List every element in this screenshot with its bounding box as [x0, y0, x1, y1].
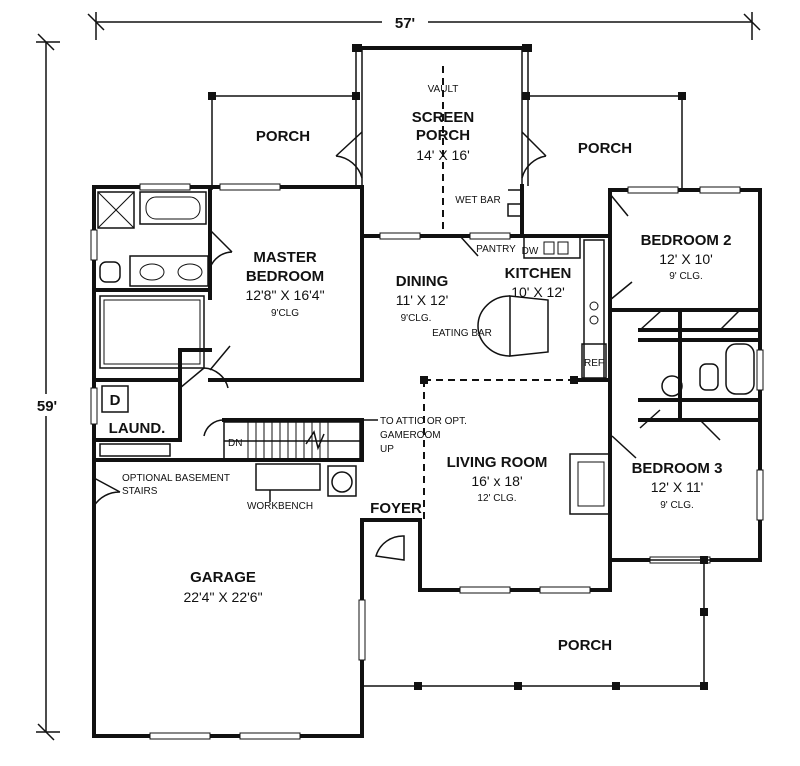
dining-dims: 11' X 12' [396, 292, 449, 308]
kitchen-label: KITCHEN [505, 265, 572, 282]
bedroom3-label: BEDROOM 3 [632, 460, 723, 477]
stairs-down-label: DN [228, 438, 242, 449]
laundry: D LAUND. [99, 367, 229, 457]
rear-porches [208, 44, 686, 236]
dimension-width: 57' [87, 12, 761, 40]
attic-note-line2: GAMEROOM [380, 430, 441, 441]
attic-note-line3: UP [380, 444, 394, 455]
dimension-depth: 59' [33, 33, 61, 741]
porch-left-label: PORCH [256, 128, 310, 145]
bedroom-doors [93, 193, 755, 561]
foyer-label: FOYER [370, 500, 422, 517]
garage-dims: 22'4" X 22'6" [183, 589, 262, 605]
screen-porch-dims: 14' X 16' [416, 147, 470, 163]
bedroom2-label: BEDROOM 2 [641, 232, 732, 249]
basement-note-line1: OPTIONAL BASEMENT [122, 473, 230, 484]
bedroom2-clg: 9' CLG. [669, 271, 703, 282]
porch-front-label: PORCH [558, 637, 612, 654]
room-labels: PORCH VAULT SCREEN PORCH 14' X 16' PORCH… [122, 84, 731, 654]
master-clg: 9'CLG [271, 308, 299, 319]
living-clg: 12' CLG. [477, 493, 516, 504]
living-dims: 16' x 18' [471, 473, 522, 489]
workbench-label: WORKBENCH [247, 501, 313, 512]
bedroom2-dims: 12' X 10' [659, 251, 713, 267]
ref-label: REF [584, 358, 604, 369]
wet-bar-label: WET BAR [455, 195, 500, 206]
overall-width-label: 57' [395, 15, 415, 32]
bedroom3-dims: 12' X 11' [651, 479, 704, 495]
master-label-2: BEDROOM [246, 268, 324, 285]
screen-porch-label-1: SCREEN [412, 109, 475, 126]
dw-label: DW [522, 246, 539, 257]
screen-porch-label-2: PORCH [416, 127, 470, 144]
laundry-label: LAUND. [109, 420, 166, 437]
basement-note-line2: STAIRS [122, 486, 158, 497]
bedroom3-clg: 9' CLG. [660, 500, 694, 511]
pantry-label: PANTRY [476, 244, 516, 255]
kitchen [459, 189, 607, 381]
porch-right-label: PORCH [578, 140, 632, 157]
garage-label: GARAGE [190, 569, 256, 586]
living-label: LIVING ROOM [447, 454, 548, 471]
eating-bar-label: EATING BAR [432, 328, 492, 339]
overall-depth-label: 59' [37, 398, 57, 415]
kitchen-dims: 10' X 12' [511, 284, 565, 300]
vault-label: VAULT [428, 84, 459, 95]
master-label-1: MASTER [253, 249, 317, 266]
windows [90, 183, 764, 740]
front-porch [362, 556, 760, 690]
master-bath [97, 191, 233, 371]
living-openings [420, 376, 611, 520]
dining-clg: 9'CLG. [401, 313, 432, 324]
master-dims: 12'8" X 16'4" [245, 287, 324, 303]
dining-label: DINING [396, 273, 449, 290]
dryer-label: D [110, 392, 121, 409]
